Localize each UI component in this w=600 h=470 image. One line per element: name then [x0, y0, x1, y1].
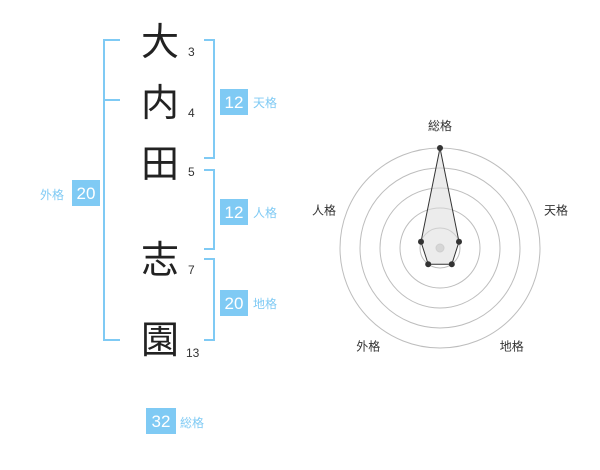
- jinkaku-badge: 12 人格: [220, 199, 277, 225]
- name-char-4: 志: [141, 238, 179, 282]
- chikaku-value: 20: [225, 294, 244, 313]
- gaikaku-badge: 外格 20: [40, 180, 100, 206]
- radar-point-2: [456, 238, 462, 245]
- stroke-count-5: 13: [186, 346, 200, 360]
- tenkaku-badge: 12 天格: [220, 89, 277, 115]
- radar-point-1: [437, 145, 443, 151]
- radar-axis-label-3: 地格: [500, 339, 524, 354]
- gaikaku-value: 20: [77, 184, 96, 203]
- name-char-2: 内: [141, 81, 179, 125]
- stroke-count-3: 5: [188, 165, 195, 179]
- tenkaku-value: 12: [225, 93, 244, 112]
- name-char-1: 大: [141, 20, 179, 64]
- soukaku-value: 32: [152, 412, 171, 431]
- radar-point-3: [448, 261, 455, 268]
- soukaku-label: 総格: [180, 415, 204, 430]
- name-column: 大 3 内 4 田 5 志 7 園 13: [141, 20, 200, 362]
- radar-point-5: [418, 238, 424, 245]
- jinkaku-bracket: [204, 169, 215, 250]
- radar-axis-label-1: 総格: [428, 118, 452, 133]
- radar-axis-label-5: 人格: [312, 202, 336, 217]
- jinkaku-value: 12: [225, 203, 244, 222]
- radar-points: [418, 145, 462, 268]
- radar-point-4: [425, 261, 432, 268]
- jinkaku-label: 人格: [253, 205, 277, 220]
- radar-area: [420, 147, 460, 265]
- chikaku-badge: 20 地格: [220, 290, 277, 316]
- stroke-count-2: 4: [188, 106, 195, 120]
- gaikaku-label: 外格: [40, 187, 64, 202]
- name-char-3: 田: [141, 142, 179, 186]
- radar-axis-label-2: 天格: [544, 202, 568, 217]
- radar-axis-label-4: 外格: [356, 339, 380, 354]
- stroke-count-4: 7: [188, 263, 195, 277]
- chikaku-bracket: [204, 258, 215, 341]
- chikaku-label: 地格: [253, 296, 277, 311]
- tenkaku-bracket: [204, 39, 215, 159]
- stroke-count-1: 3: [188, 45, 195, 59]
- gaikaku-bracket: [103, 39, 120, 341]
- name-char-5: 園: [141, 318, 179, 362]
- soukaku-badge: 32 総格: [146, 408, 204, 434]
- tenkaku-label: 天格: [253, 95, 277, 110]
